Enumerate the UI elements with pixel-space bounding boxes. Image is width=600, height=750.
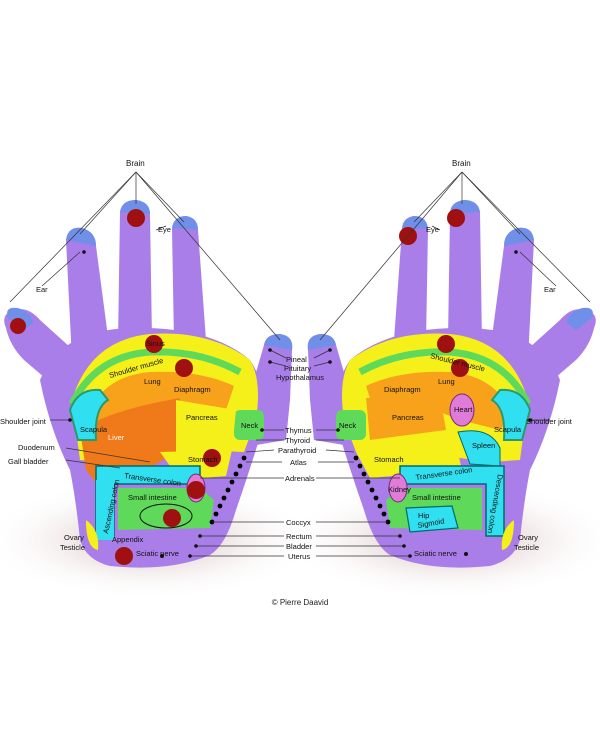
right-sciatic-nerve-label: Sciatic nerve — [414, 549, 457, 558]
thyroid-label: Thyroid — [285, 436, 310, 445]
right-spleen-label: Spleen — [472, 441, 495, 450]
left-duodenum-label: Duodenum — [18, 443, 55, 452]
left-scapula — [68, 388, 110, 441]
right-thumb-tip — [307, 334, 336, 350]
right-stomach-label: Stomach — [374, 455, 404, 464]
right-hand — [307, 200, 596, 568]
right-ear-label: Ear — [544, 285, 556, 294]
left-neck — [234, 410, 264, 440]
right-heart — [449, 393, 475, 427]
left-lung-label: Lung — [144, 377, 161, 386]
right-scapula-label: Scapula — [494, 425, 522, 434]
left-stomach-label: Stomach — [188, 455, 218, 464]
right-hip-sigmoid — [405, 505, 459, 533]
leader-lines — [9, 171, 591, 557]
adrenals-label: Adrenals — [285, 474, 315, 483]
left-shoulder-joint-label: Shoulder joint — [0, 417, 47, 426]
right-kidney-label: Kidney — [388, 485, 411, 494]
left-red-points — [10, 209, 221, 565]
right-eye-label: Eye — [426, 225, 439, 234]
left-neck-label: Neck — [241, 421, 258, 430]
bladder-label: Bladder — [286, 542, 312, 551]
right-ovary-label: Ovary — [518, 533, 538, 542]
left-pancreas — [176, 400, 236, 452]
atlas-label: Atlas — [290, 458, 307, 467]
left-scapula-label: Scapula — [80, 425, 108, 434]
left-gall-bladder-label: Gall bladder — [8, 457, 49, 466]
right-spleen — [457, 430, 501, 467]
right-testicle-label: Testicle — [514, 543, 539, 552]
left-diaphragm-label: Diaphragm — [174, 385, 211, 394]
left-brain-label: Brain — [126, 159, 145, 168]
left-eye-label: Eye — [158, 225, 171, 234]
right-shoulder-joint-label: Shoulder joint — [526, 417, 573, 426]
left-ovary-label: Ovary — [64, 533, 84, 542]
right-kidney — [388, 473, 408, 503]
rectum-label: Rectum — [286, 532, 312, 541]
right-diaphragm-label: Diaphragm — [384, 385, 421, 394]
connector-dots — [68, 250, 532, 558]
uterus-label: Uterus — [288, 552, 310, 561]
right-brain-label: Brain — [452, 159, 471, 168]
thymus-label: Thymus — [285, 426, 312, 435]
left-ascending-colon — [96, 480, 114, 540]
left-small-intestine-label: Small intestine — [128, 493, 177, 502]
left-fingertips — [7, 200, 198, 330]
pituitary-label: Pituitary — [284, 364, 311, 373]
right-pancreas-label: Pancreas — [392, 413, 424, 422]
parathyroid-label: Parathyroid — [278, 446, 316, 455]
right-ovary-zone — [501, 520, 514, 550]
right-lung-label: Lung — [438, 377, 455, 386]
pineal-label: Pineal — [286, 355, 307, 364]
left-sinus-label: Sinus — [146, 339, 165, 348]
copyright-credit: © Pierre Daavid — [271, 598, 329, 607]
left-sciatic-nerve-label: Sciatic nerve — [136, 549, 179, 558]
left-testicle-label: Testicle — [60, 543, 85, 552]
left-pancreas-label: Pancreas — [186, 413, 218, 422]
right-neck — [336, 410, 366, 440]
right-spine-dots — [353, 455, 391, 525]
right-small-intestine-label: Small intestine — [412, 493, 461, 502]
left-intestine-loop — [139, 503, 193, 529]
left-ear-label: Ear — [36, 285, 48, 294]
hypothalamus-label: Hypothalamus — [276, 373, 324, 382]
left-appendix-label: Appendix — [112, 535, 144, 544]
right-pancreas — [366, 396, 446, 440]
right-neck-label: Neck — [339, 421, 356, 430]
left-ovary-zone — [86, 520, 99, 550]
right-heart-label: Heart — [454, 405, 473, 414]
left-thumb-tip — [264, 334, 293, 350]
right-scapula — [490, 388, 532, 441]
right-hip-label: Hip — [418, 511, 429, 520]
left-liver-label: Liver — [108, 433, 125, 442]
coccyx-label: Coccyx — [286, 518, 311, 527]
